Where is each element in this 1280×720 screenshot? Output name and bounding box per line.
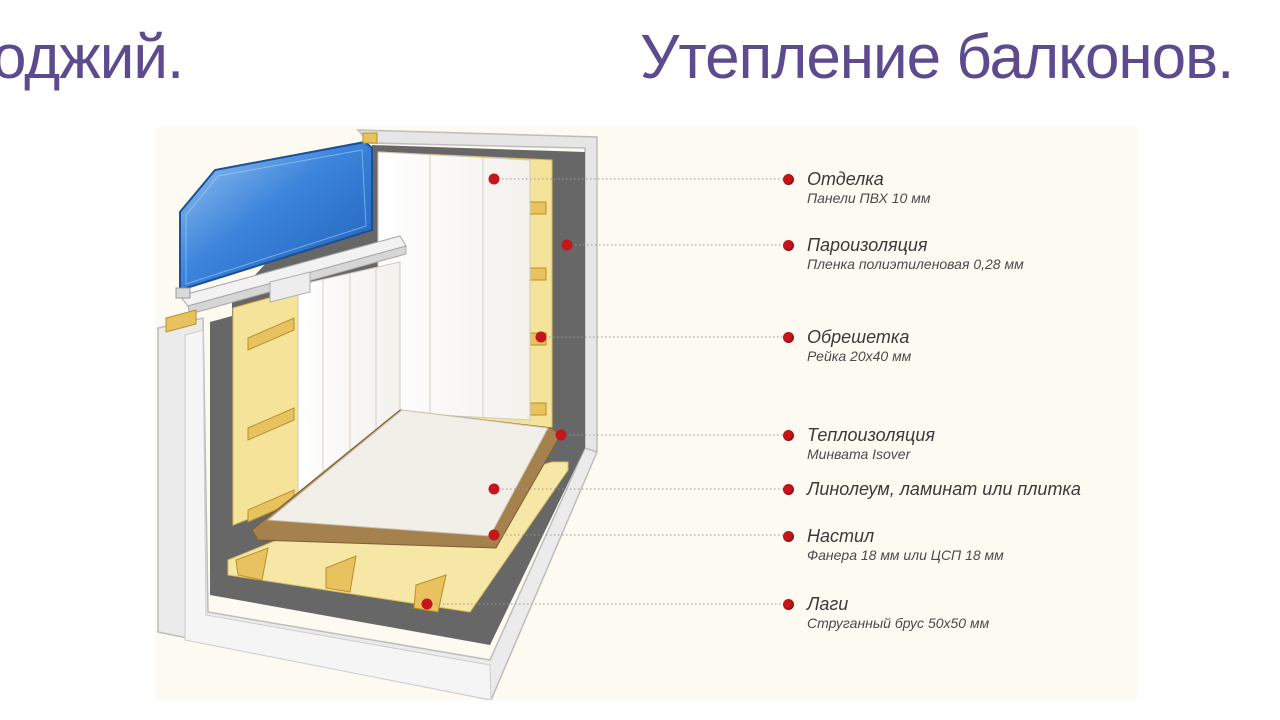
anchor-dot-vapour-barrier xyxy=(561,239,573,251)
callout-joists-name: Лаги xyxy=(807,594,849,614)
balcony-insulation-diagram xyxy=(155,127,1137,700)
slide-title-right: Утепление балконов. xyxy=(640,23,1234,92)
windowsill xyxy=(179,235,407,315)
callout-battens-desc: Рейка 20х40 мм xyxy=(807,348,912,364)
callout-battens: Обрешетка Рейка 20х40 мм xyxy=(807,327,911,365)
callout-floor-covering: Линолеум, ламинат или плитка xyxy=(807,479,1081,499)
callout-marker-vapour-barrier xyxy=(783,240,794,251)
callout-floor-covering-name: Линолеум, ламинат или плитка xyxy=(807,479,1081,499)
callout-subfloor-desc: Фанера 18 мм или ЦСП 18 мм xyxy=(807,547,1004,563)
callout-marker-insulation xyxy=(783,430,794,441)
callout-joists-desc: Струганный брус 50х50 мм xyxy=(807,615,990,631)
anchor-dot-insulation xyxy=(555,429,567,441)
callout-insulation-desc: Минвата Isover xyxy=(807,446,911,462)
callout-leader-lines xyxy=(427,178,784,605)
callout-insulation: Теплоизоляция Минвата Isover xyxy=(807,425,935,463)
pvc-panels-right-wall xyxy=(377,151,531,421)
callout-marker-subfloor xyxy=(783,531,794,542)
callout-marker-battens xyxy=(783,332,794,343)
anchor-dot-battens xyxy=(535,331,547,343)
callout-marker-floor-covering xyxy=(783,484,794,495)
anchor-dot-floor-covering xyxy=(488,483,500,495)
balcony-cutaway-illustration xyxy=(157,129,784,700)
callout-vapour-barrier-name: Пароизоляция xyxy=(807,235,928,255)
callout-finish-name: Отделка xyxy=(807,169,884,189)
callout-battens-name: Обрешетка xyxy=(807,327,910,347)
top-beam-blocks xyxy=(165,132,378,333)
diagram-anchor-dots xyxy=(421,173,573,610)
callout-subfloor-name: Настил xyxy=(807,526,875,546)
floor-covering xyxy=(266,409,549,537)
callout-joists: Лаги Струганный брус 50х50 мм xyxy=(807,594,989,632)
callout-vapour-barrier-desc: Пленка полиэтиленовая 0,28 мм xyxy=(807,256,1024,272)
anchor-dot-subfloor xyxy=(488,529,500,541)
callout-subfloor: Настил Фанера 18 мм или ЦСП 18 мм xyxy=(807,526,1004,564)
callout-finish-desc: Панели ПВХ 10 мм xyxy=(807,190,931,206)
anchor-dot-joists xyxy=(421,598,433,610)
callout-marker-joists xyxy=(783,599,794,610)
balcony-glazing xyxy=(175,140,373,299)
pvc-panels-left-wall xyxy=(297,261,401,502)
slide-title-left: оджий. xyxy=(0,23,184,92)
callout-vapour-barrier: Пароизоляция Пленка полиэтиленовая 0,28 … xyxy=(807,235,1024,273)
callout-insulation-name: Теплоизоляция xyxy=(807,425,935,445)
callout-marker-finish xyxy=(783,174,794,185)
callout-finish: Отделка Панели ПВХ 10 мм xyxy=(807,169,930,207)
anchor-dot-finish xyxy=(488,173,500,185)
